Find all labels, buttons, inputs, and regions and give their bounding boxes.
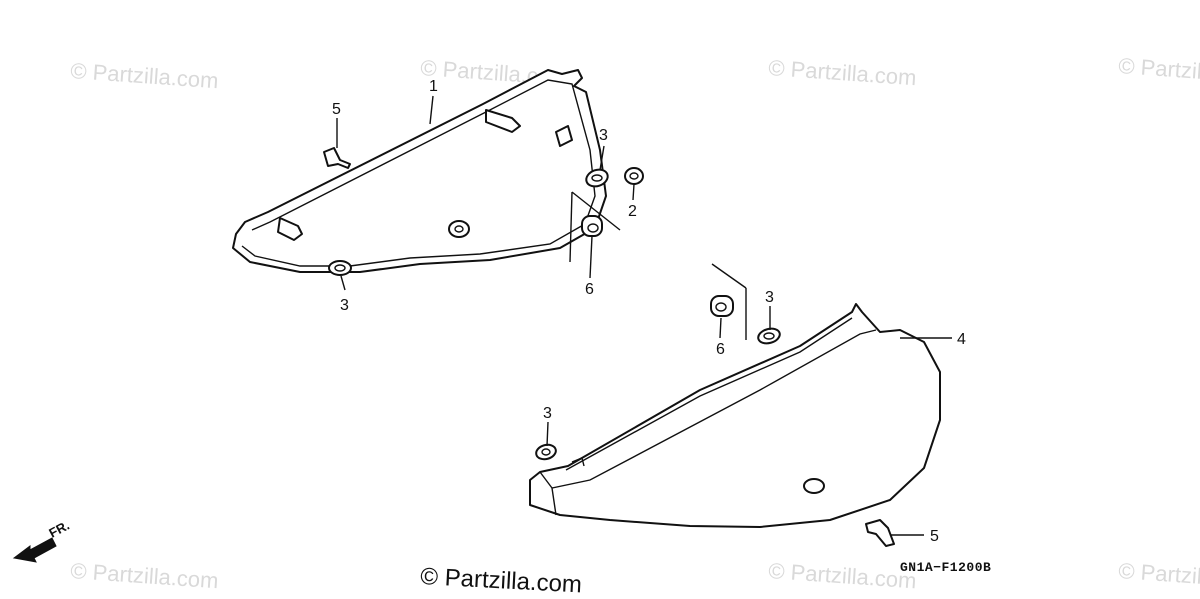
watermark: © Partzilla.com — [768, 558, 918, 593]
leader-lines — [336, 95, 952, 536]
front-direction: FR. — [12, 518, 72, 563]
callout-6: 6 — [585, 281, 594, 298]
grommet-icon — [328, 260, 352, 276]
grommet-icon — [585, 168, 609, 188]
callouts: 1 2 3 3 3 3 4 5 5 6 6 — [332, 78, 966, 545]
watermark: © Partzilla.com — [768, 55, 918, 90]
callout-1: 1 — [429, 78, 438, 95]
callout-4: 4 — [957, 331, 966, 348]
callout-6: 6 — [716, 341, 725, 358]
callout-2: 2 — [628, 203, 637, 220]
right-side-cover — [529, 303, 941, 528]
bolt-icon — [865, 519, 895, 547]
front-label: FR. — [46, 518, 72, 541]
arrow-left-icon — [12, 537, 57, 563]
callout-3: 3 — [340, 297, 349, 314]
left-side-cover — [232, 69, 607, 273]
rubber-mount-icon — [581, 215, 603, 237]
rubber-mount-icon — [710, 295, 734, 317]
grommet-icon — [757, 327, 781, 345]
callout-3: 3 — [765, 289, 774, 306]
drawing-code: GN1A−F1200B — [900, 560, 991, 575]
watermark: © Partzilla.com — [1118, 53, 1200, 88]
callout-3: 3 — [599, 127, 608, 144]
watermark: © Partzilla.com — [70, 558, 220, 593]
callout-5: 5 — [930, 528, 939, 545]
grommet-icon — [535, 443, 557, 461]
callout-5: 5 — [332, 101, 341, 118]
callout-3: 3 — [543, 405, 552, 422]
watermark: © Partzilla.com — [1118, 558, 1200, 593]
watermark: © Partzilla.com — [70, 58, 220, 93]
collar-icon — [624, 167, 644, 185]
bolt-icon — [323, 147, 351, 169]
guide-lines — [569, 191, 747, 340]
credit-text: © Partzilla.com — [420, 563, 583, 598]
